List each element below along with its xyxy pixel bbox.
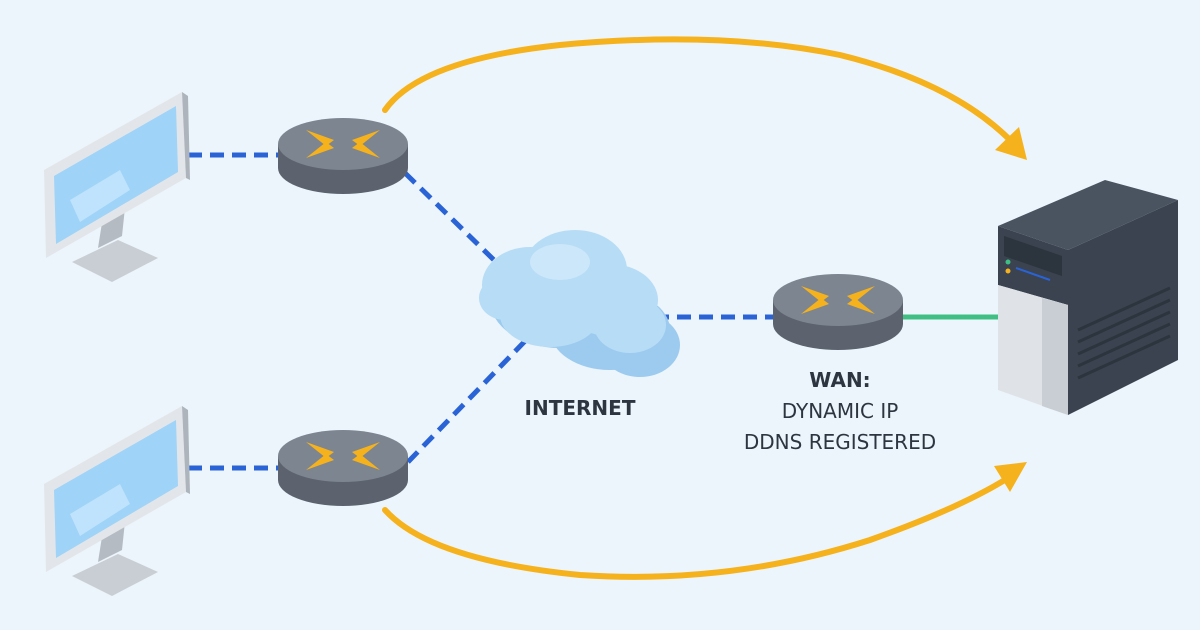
server-vents bbox=[1077, 286, 1171, 380]
cloud-icon bbox=[479, 230, 680, 377]
wan-dynamic-ip-label: DYNAMIC IP bbox=[781, 399, 899, 423]
server-status-bar bbox=[1015, 267, 1051, 281]
router-icon bbox=[278, 430, 408, 506]
top-flow-arrow-path bbox=[382, 36, 1011, 141]
link-router2-cloud bbox=[406, 336, 530, 464]
monitor-frame-side bbox=[182, 406, 190, 494]
router-arrows-icon bbox=[306, 130, 380, 158]
monitor-frame-side bbox=[182, 92, 190, 180]
router-icon bbox=[278, 118, 408, 194]
router-top bbox=[278, 430, 408, 482]
router-top bbox=[278, 118, 408, 170]
router-top bbox=[773, 274, 903, 326]
monitor-glare bbox=[70, 484, 130, 536]
flow-arrows bbox=[382, 36, 1027, 580]
router-arrows-icon bbox=[306, 442, 380, 470]
monitor-glare bbox=[70, 170, 130, 222]
wan-ddns-label: DDNS REGISTERED bbox=[743, 430, 937, 454]
internet-label: INTERNET bbox=[524, 396, 636, 420]
monitor-icon bbox=[44, 92, 190, 282]
bottom-flow-arrowhead bbox=[994, 462, 1027, 492]
monitor-stand-base bbox=[72, 240, 158, 282]
router-icon bbox=[773, 274, 903, 350]
server-front-stripe bbox=[1042, 298, 1068, 415]
monitor-icon bbox=[44, 406, 190, 596]
monitor-stand-base bbox=[72, 554, 158, 596]
bottom-flow-arrow-path bbox=[382, 475, 1011, 580]
top-flow-arrowhead bbox=[995, 127, 1027, 160]
wan-title: WAN: bbox=[809, 368, 871, 392]
server-top bbox=[998, 180, 1178, 250]
server-drive-bay bbox=[1004, 236, 1062, 276]
network-links bbox=[188, 152, 775, 471]
server-side bbox=[1068, 200, 1178, 415]
server-status-light-yellow bbox=[1005, 268, 1011, 274]
router-arrows-icon bbox=[801, 286, 875, 314]
server-icon bbox=[998, 180, 1178, 415]
server-status-light-green bbox=[1005, 259, 1011, 265]
